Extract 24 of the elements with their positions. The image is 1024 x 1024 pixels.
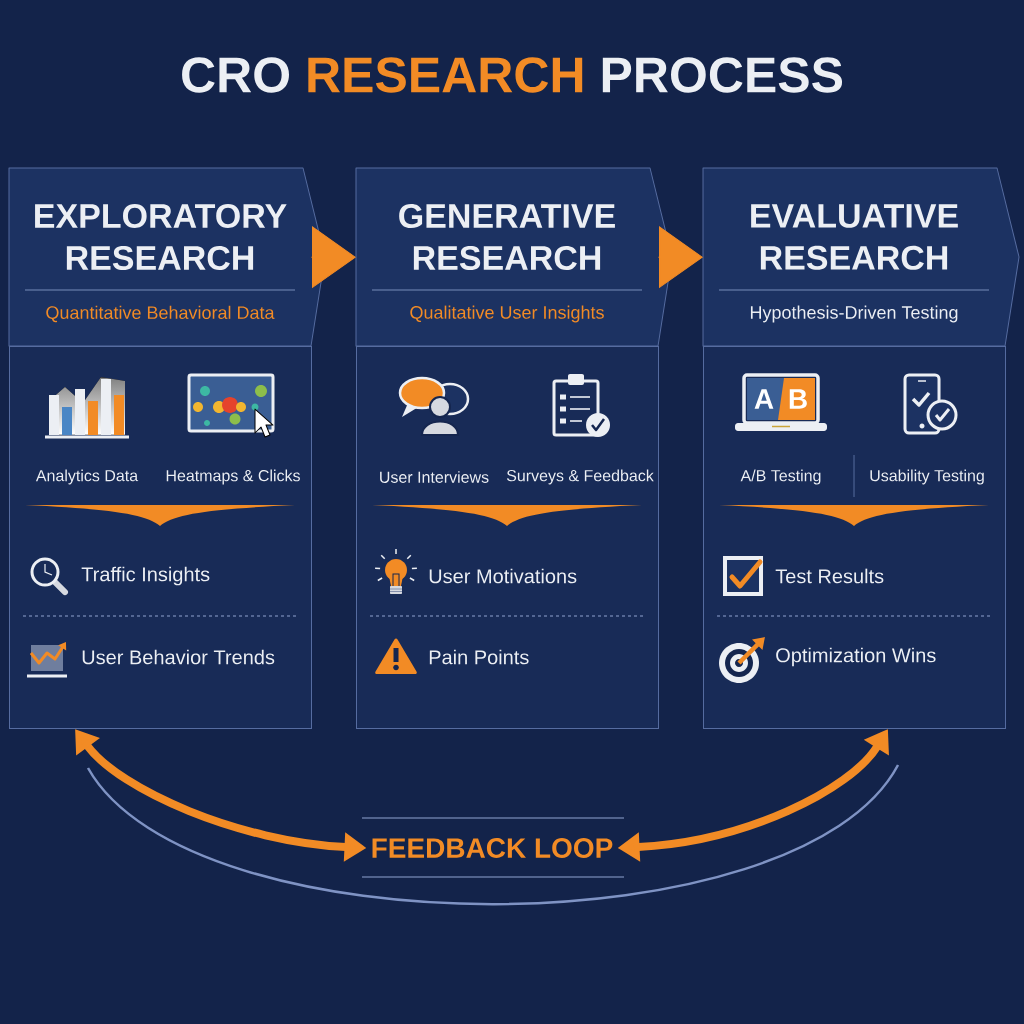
icon-caption: Analytics Data xyxy=(35,469,139,485)
list-item: Traffic Insights xyxy=(81,566,210,586)
subtitle: Qualitative User Insights xyxy=(410,305,604,323)
subtitle: Quantitative Behavioral Data xyxy=(46,305,275,323)
column-heading: EVALUATIVE RESEARCH xyxy=(751,204,958,270)
icon-caption: Surveys & Feedback xyxy=(506,469,654,485)
icon-caption: User Interviews xyxy=(380,471,489,483)
list-item: User Motivations xyxy=(429,568,577,584)
list-item: Test Results xyxy=(775,568,884,584)
screen-letter: A xyxy=(754,389,774,409)
icon-caption: A/B Testing xyxy=(740,469,821,485)
subtitle: Hypothesis-Driven Testing xyxy=(750,305,958,323)
chevron-arrow xyxy=(310,226,356,288)
screen-letter: B xyxy=(789,389,807,409)
loop-label: FEEDBACK LOOP xyxy=(372,838,613,858)
column-heading: EXPLORATORY RESEARCH xyxy=(35,203,287,271)
list-item: Pain Points xyxy=(429,649,529,665)
list-item: Optimization Wins xyxy=(776,647,936,667)
chevron-arrow xyxy=(657,226,703,288)
list-item: User Behavior Trends xyxy=(82,649,275,665)
title: CRO RESEARCH PROCESS xyxy=(182,57,843,93)
icon-caption: Usability Testing xyxy=(870,469,984,485)
icon-caption: Heatmaps & Clicks xyxy=(166,469,300,485)
column-heading: GENERATIVE RESEARCH xyxy=(399,203,615,271)
